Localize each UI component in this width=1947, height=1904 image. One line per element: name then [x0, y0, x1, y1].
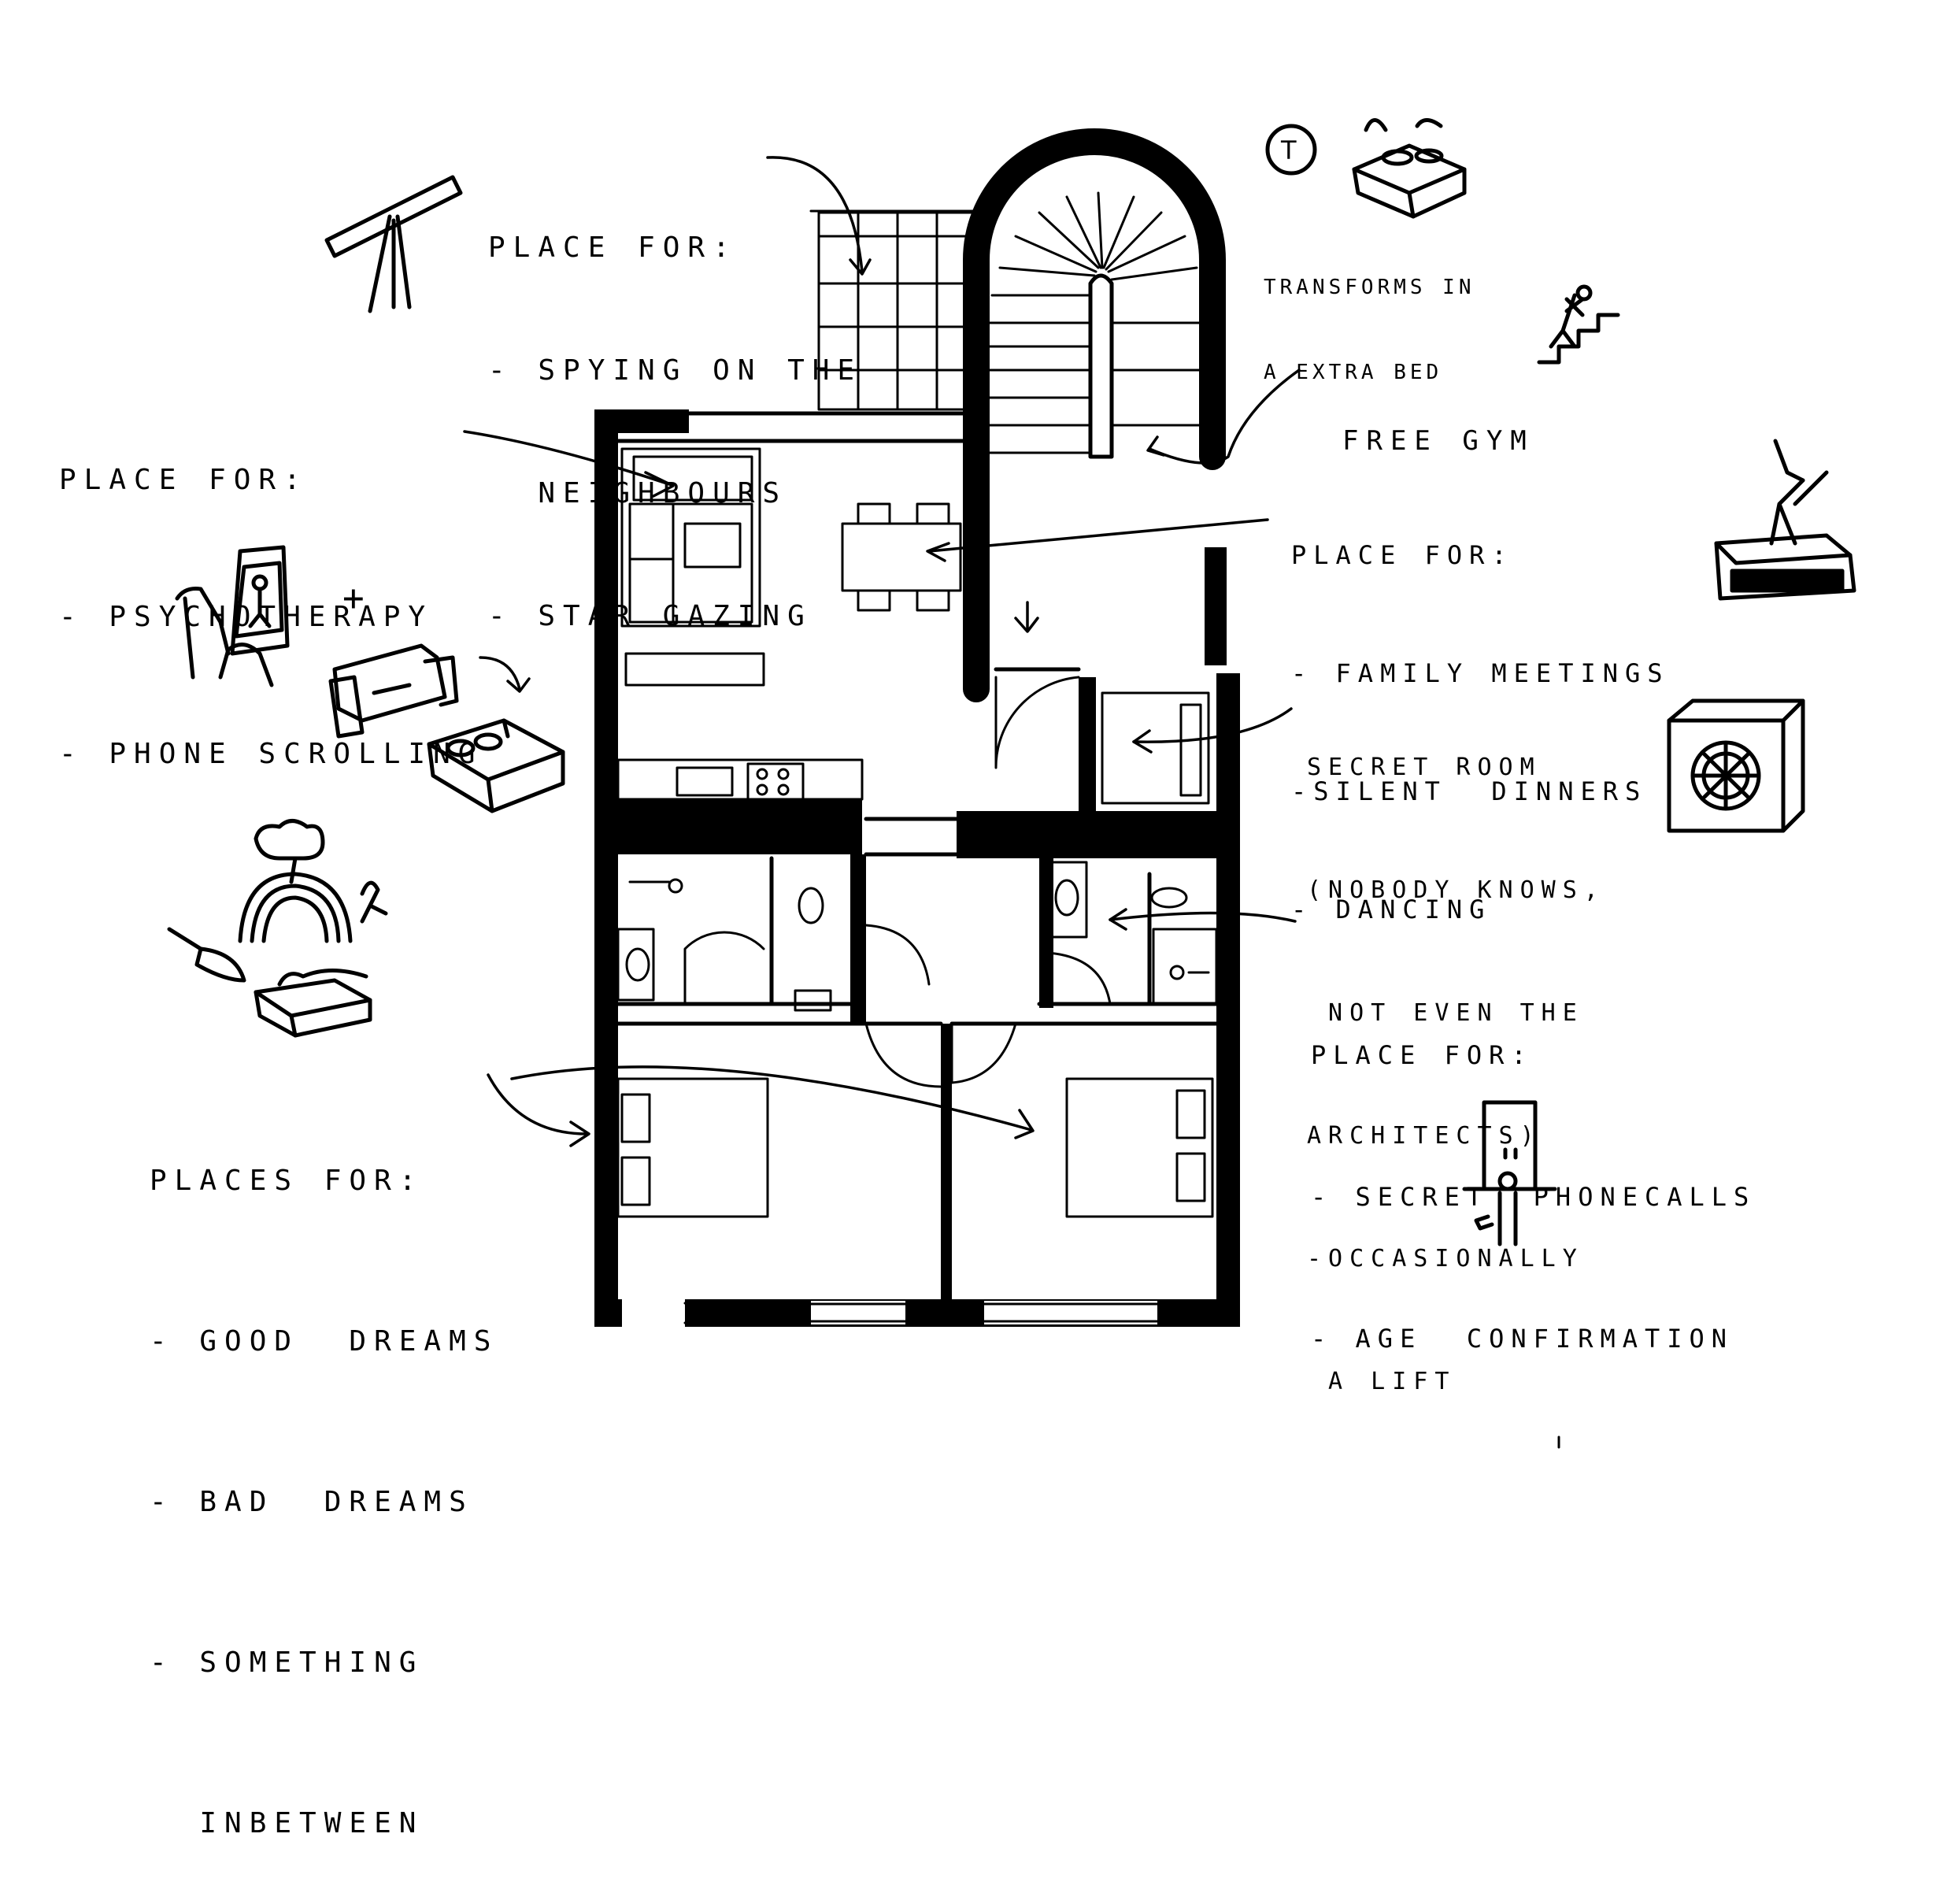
running-stairs-icon [1537, 284, 1620, 365]
living-line-2: - PSYCHOTHERAPY [59, 601, 434, 633]
knife-icon [167, 927, 246, 983]
annotation-free-gym: FREE GYM [1342, 339, 1534, 502]
spiral-staircase [963, 128, 1226, 702]
annotation-dining: PLACE FOR: - FAMILY MEETINGS -SILENT DIN… [1291, 457, 1670, 969]
rooftop-line-4: - STAR GAZING [488, 600, 812, 632]
annotation-bathroom: PLACE FOR: - SECRET PHONECALLS - AGE CON… [1311, 937, 1756, 1409]
apartment-floor-plan [594, 409, 1240, 1327]
dining-line-1: PLACE FOR: [1291, 540, 1514, 570]
secret-line-5: -OCCASIONALLY [1307, 1245, 1584, 1272]
person-at-door-icon [1462, 1100, 1557, 1246]
transform-symbol-icon [1265, 124, 1317, 176]
annotation-extra-bed: TRANSFORMS IN A EXTRA BED [1264, 217, 1475, 415]
secret-line-1: SECRET ROOM [1307, 754, 1542, 781]
bedrooms-line-1: PLACES FOR: [150, 1165, 424, 1197]
annotation-secret-room: SECRET ROOM (NOBODY KNOWS, NOT EVEN THE … [1307, 665, 1605, 1443]
rooftop-terrace [809, 209, 986, 411]
bathroom-line-1: PLACE FOR: [1311, 1040, 1534, 1070]
sleeping-bed-icon [254, 969, 372, 1038]
bathrooms [616, 861, 1218, 1088]
bedrooms [616, 1077, 1214, 1218]
annotation-rooftop: PLACE FOR: - SPYING ON THE NEIGHBOURS - … [488, 146, 862, 678]
bedrooms-line-5: INBETWEEN [150, 1807, 424, 1839]
wall-top-left [594, 409, 689, 433]
secret-line-2: (NOBODY KNOWS, [1307, 876, 1605, 904]
phone-hand-icon [175, 545, 290, 687]
sofa-to-bed-arrow-icon [479, 656, 531, 693]
rooftop-line-2: - SPYING ON THE [488, 354, 863, 387]
wall-left [594, 409, 618, 1327]
dream-cloud-rainbow-icon [238, 819, 388, 943]
bedrooms-line-3: - BAD DREAMS [150, 1486, 474, 1518]
plus-sign: + [342, 576, 365, 619]
living-line-3: - PHONE SCROLLING [59, 738, 483, 770]
bedrooms-line-2: - GOOD DREAMS [150, 1325, 499, 1358]
extra-bed-line-1: TRANSFORMS IN [1264, 276, 1475, 299]
annotation-living-room: PLACE FOR: - PSYCHOTHERAPY - PHONE SCROL… [59, 366, 483, 823]
bed-icon [427, 718, 565, 813]
dining-line-3: -SILENT DINNERS [1291, 776, 1648, 806]
floor-plan-sketch: + T [167, 118, 1856, 1449]
annotation-arrows [463, 156, 1301, 1147]
bathroom-line-3: - AGE CONFIRMATION [1311, 1324, 1734, 1354]
rooftop-line-3: NEIGHBOURS [488, 477, 788, 509]
safe-icon [1667, 698, 1805, 833]
transform-symbol-letter: T [1280, 135, 1297, 165]
sofa-icon [328, 643, 459, 739]
extra-bed-line-2: A EXTRA BED [1264, 361, 1443, 384]
secret-line-4: ARCHITECTS) [1307, 1122, 1542, 1150]
wall-kitchen-band [618, 799, 862, 854]
secret-room [1101, 691, 1210, 805]
bedrooms-line-4: - SOMETHING [150, 1647, 424, 1679]
secret-line-3: NOT EVEN THE [1307, 999, 1584, 1027]
rooftop-line-1: PLACE FOR: [488, 232, 738, 264]
dancing-on-table-icon [1714, 439, 1856, 601]
bathroom-line-2: - SECRET PHONECALLS [1311, 1182, 1756, 1212]
dining-line-4: - DANCING [1291, 895, 1492, 924]
annotation-bedrooms: PLACES FOR: - GOOD DREAMS - BAD DREAMS -… [150, 1047, 498, 1904]
telescope-icon [324, 175, 463, 313]
dining-line-2: - FAMILY MEETINGS [1291, 658, 1670, 688]
secret-line-6: A LIFT [1307, 1368, 1457, 1395]
living-line-1: PLACE FOR: [59, 464, 309, 496]
free-gym-label: FREE GYM [1342, 425, 1534, 457]
foldaway-bed-icon [1352, 118, 1467, 219]
wall-right-lower [1216, 673, 1240, 1327]
wall-right-upper [1205, 547, 1227, 665]
living-room-furniture [616, 447, 1080, 801]
